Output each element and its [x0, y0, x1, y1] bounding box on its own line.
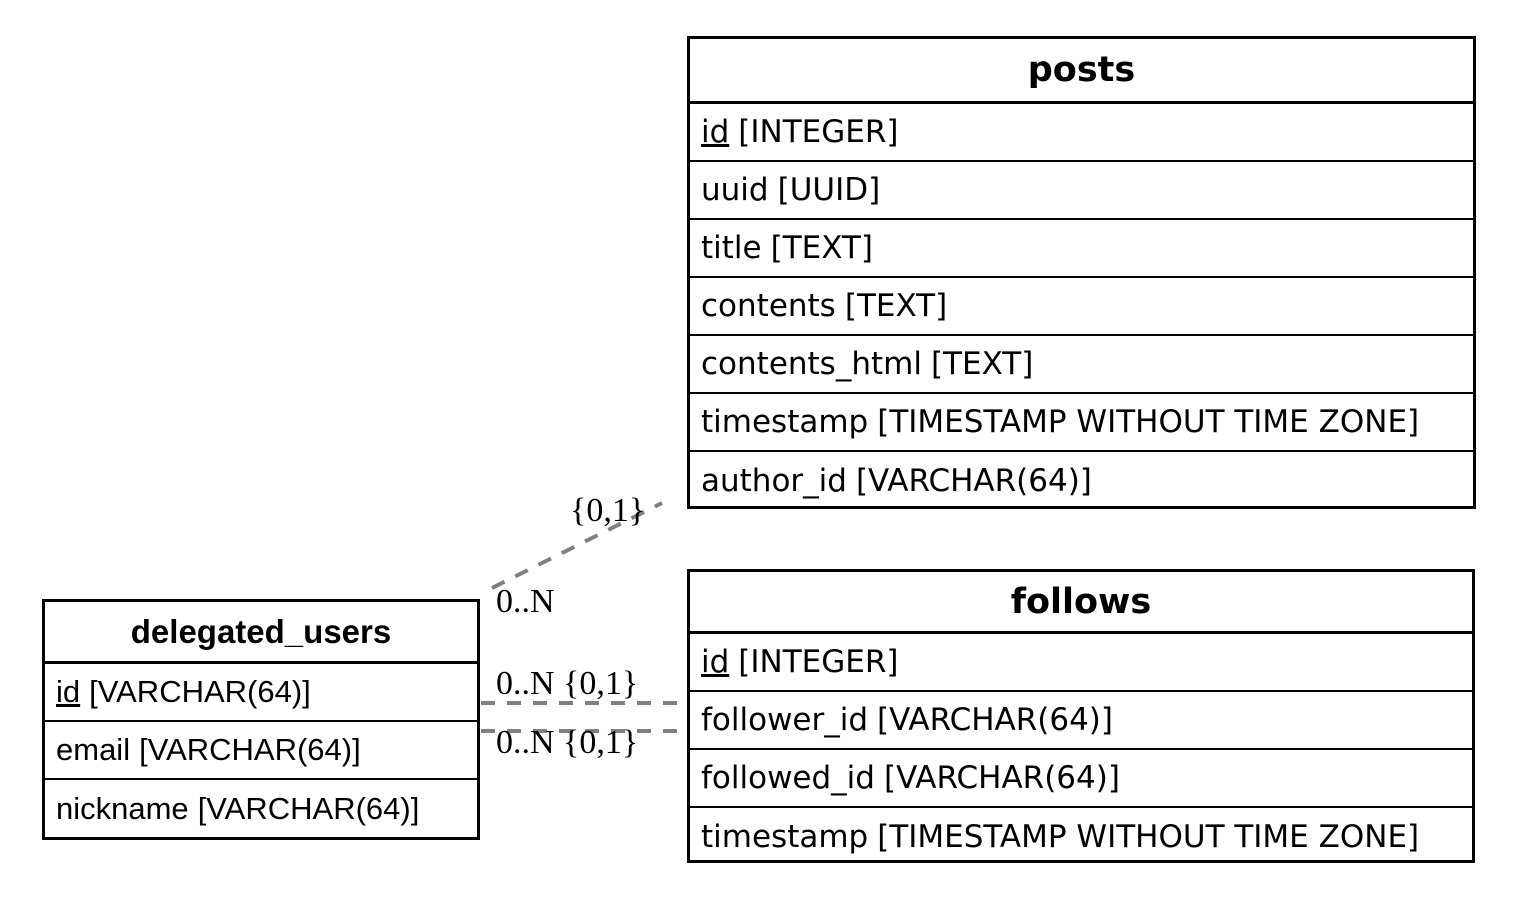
column-name: email [56, 732, 131, 767]
column-name: title [701, 230, 762, 266]
entity-posts-column-timestamp[interactable]: timestamp [TIMESTAMP WITHOUT TIME ZONE] [690, 394, 1473, 452]
column-type: [VARCHAR(64)] [877, 702, 1113, 738]
entity-follows-column-timestamp[interactable]: timestamp [TIMESTAMP WITHOUT TIME ZONE] [690, 808, 1472, 866]
column-type: [VARCHAR(64)] [197, 791, 420, 826]
entity-posts-column-title[interactable]: title [TEXT] [690, 220, 1473, 278]
entity-delegated-users[interactable]: delegated_users id [VARCHAR(64)] email [… [42, 599, 480, 840]
entity-posts-column-contents_html[interactable]: contents_html [TEXT] [690, 336, 1473, 394]
column-name: contents_html [701, 346, 922, 382]
column-type: [INTEGER] [738, 644, 899, 680]
cardinality-follows-followed: 0..N {0,1} [496, 724, 639, 761]
column-type: [TIMESTAMP WITHOUT TIME ZONE] [877, 404, 1420, 440]
entity-delegated-users-column-nickname[interactable]: nickname [VARCHAR(64)] [45, 780, 477, 838]
column-type: [VARCHAR(64)] [139, 732, 361, 767]
column-type: [VARCHAR(64)] [89, 674, 311, 709]
column-type: [TEXT] [770, 230, 873, 266]
column-name: timestamp [701, 819, 869, 855]
entity-posts[interactable]: posts id [INTEGER] uuid [UUID] title [TE… [687, 36, 1476, 509]
entity-follows-title: follows [690, 572, 1472, 634]
entity-delegated-users-column-id[interactable]: id [VARCHAR(64)] [45, 664, 477, 722]
column-type: [TIMESTAMP WITHOUT TIME ZONE] [877, 819, 1420, 855]
entity-follows[interactable]: follows id [INTEGER] follower_id [VARCHA… [687, 569, 1475, 863]
column-name: followed_id [701, 760, 875, 796]
entity-delegated-users-title: delegated_users [45, 602, 477, 664]
column-name: uuid [701, 172, 769, 208]
entity-follows-column-id[interactable]: id [INTEGER] [690, 634, 1472, 692]
column-name: id [56, 674, 81, 709]
entity-follows-column-followed_id[interactable]: followed_id [VARCHAR(64)] [690, 750, 1472, 808]
entity-follows-column-follower_id[interactable]: follower_id [VARCHAR(64)] [690, 692, 1472, 750]
column-name: id [701, 114, 730, 150]
column-type: [INTEGER] [738, 114, 899, 150]
column-type: [UUID] [777, 172, 881, 208]
entity-posts-column-contents[interactable]: contents [TEXT] [690, 278, 1473, 336]
cardinality-posts-source: 0..N [496, 583, 555, 620]
column-type: [VARCHAR(64)] [883, 760, 1120, 796]
column-name: timestamp [701, 404, 869, 440]
column-name: contents [701, 288, 836, 324]
cardinality-posts-target: {0,1} [570, 492, 646, 529]
column-name: nickname [56, 791, 189, 826]
entity-posts-title: posts [690, 39, 1473, 104]
entity-posts-column-uuid[interactable]: uuid [UUID] [690, 162, 1473, 220]
column-type: [TEXT] [930, 346, 1034, 382]
column-name: author_id [701, 463, 847, 499]
cardinality-follows-follower: 0..N {0,1} [496, 665, 639, 702]
column-name: follower_id [701, 702, 869, 738]
column-type: [TEXT] [844, 288, 948, 324]
column-type: [VARCHAR(64)] [855, 463, 1092, 499]
entity-posts-column-id[interactable]: id [INTEGER] [690, 104, 1473, 162]
entity-delegated-users-column-email[interactable]: email [VARCHAR(64)] [45, 722, 477, 780]
entity-posts-column-author_id[interactable]: author_id [VARCHAR(64)] [690, 452, 1473, 510]
column-name: id [701, 644, 730, 680]
